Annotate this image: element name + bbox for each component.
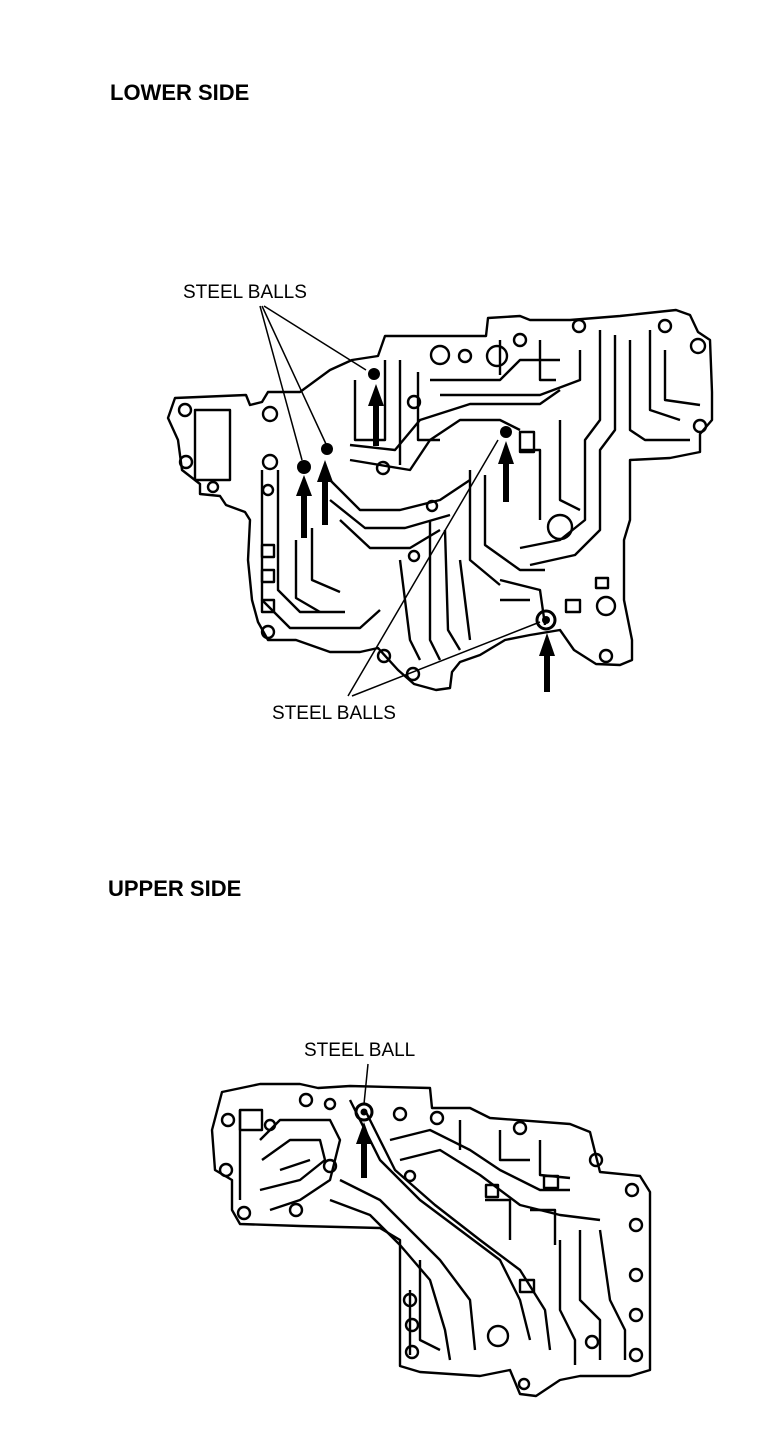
steel-ball [297,460,311,474]
steel-balls-label-bottom: STEEL BALLS [272,703,396,724]
steel-ball [321,443,333,455]
up-arrow-icon [498,441,514,502]
upper-valve-body [210,1082,652,1398]
lower-side-heading: LOWER SIDE [110,80,250,105]
steel-balls-label-top: STEEL BALLS [183,282,307,303]
steel-ball [542,616,550,624]
lower-arrows [296,384,555,692]
steel-ball [500,426,512,438]
up-arrow-icon [296,475,312,538]
steel-ball-label: STEEL BALL [304,1040,416,1061]
steel-ball [368,368,380,380]
up-arrow-icon [368,384,384,446]
lower-leader-lines [259,305,541,697]
lower-steel-balls [297,368,557,631]
up-arrow-icon [539,633,555,692]
up-arrow-icon [356,1122,372,1178]
lower-valve-body [166,308,714,692]
steel-ball [360,1108,368,1116]
upper-leader-line [363,1063,369,1105]
steel-ball [535,609,557,631]
up-arrow-icon [317,460,333,525]
upper-side-heading: UPPER SIDE [108,876,242,901]
